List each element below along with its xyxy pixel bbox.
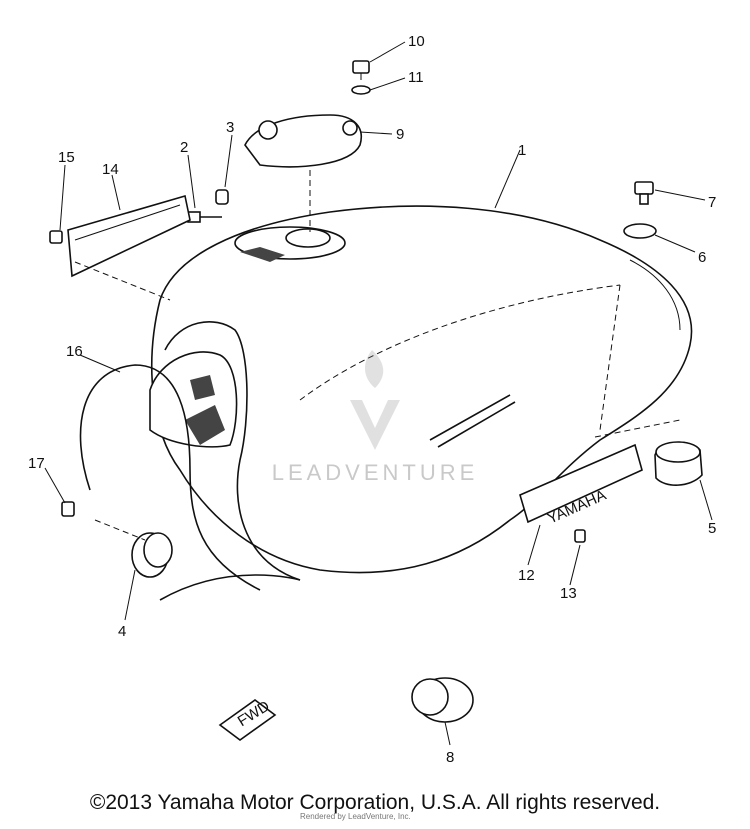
part-8-grommet — [411, 677, 474, 723]
part-11-washer — [351, 85, 371, 95]
callout-1: 1 — [518, 142, 526, 159]
callout-6: 6 — [698, 249, 706, 266]
callout-2: 2 — [180, 139, 188, 156]
watermark-logo — [350, 350, 400, 450]
callout-14: 14 — [102, 161, 119, 178]
callout-7: 7 — [708, 194, 716, 211]
copyright-footer: ©2013 Yamaha Motor Corporation, U.S.A. A… — [89, 791, 661, 814]
callout-16: 16 — [66, 343, 83, 360]
callout-15: 15 — [58, 149, 75, 166]
part-3-nut — [215, 189, 229, 205]
part-15-screw — [49, 230, 63, 244]
callout-4: 4 — [118, 623, 126, 640]
part-13-screw — [574, 529, 586, 543]
fwd-label: FWD — [218, 697, 277, 741]
callout-9: 9 — [396, 126, 404, 143]
part-14-plate — [67, 194, 191, 278]
part-10-bolt — [352, 60, 370, 80]
watermark-text: LEADVENTURE — [271, 460, 479, 485]
fuel-tank — [149, 205, 693, 574]
callout-8: 8 — [446, 749, 454, 766]
leader-lines — [44, 41, 713, 746]
callout-11: 11 — [408, 69, 424, 86]
callout-3: 3 — [226, 119, 234, 136]
part-6-washer — [623, 223, 657, 239]
part-17-screw — [61, 501, 75, 517]
part-5-cap — [654, 441, 703, 486]
callout-13: 13 — [560, 585, 577, 602]
tank-edge-trim — [164, 321, 301, 581]
part-4-cushion — [131, 532, 173, 578]
callout-5: 5 — [708, 520, 716, 537]
part-7-bolt — [634, 181, 654, 205]
small-print: Rendered by LeadVenture, Inc. — [300, 812, 411, 821]
callout-labels: 1 2 3 4 5 6 7 8 9 10 11 12 13 14 15 16 1… — [28, 33, 716, 766]
part-2-bolt — [187, 211, 222, 223]
part-9-filler-cap — [244, 114, 362, 168]
callout-10: 10 — [408, 33, 425, 50]
callout-17: 17 — [28, 455, 45, 472]
callout-12: 12 — [518, 567, 535, 584]
